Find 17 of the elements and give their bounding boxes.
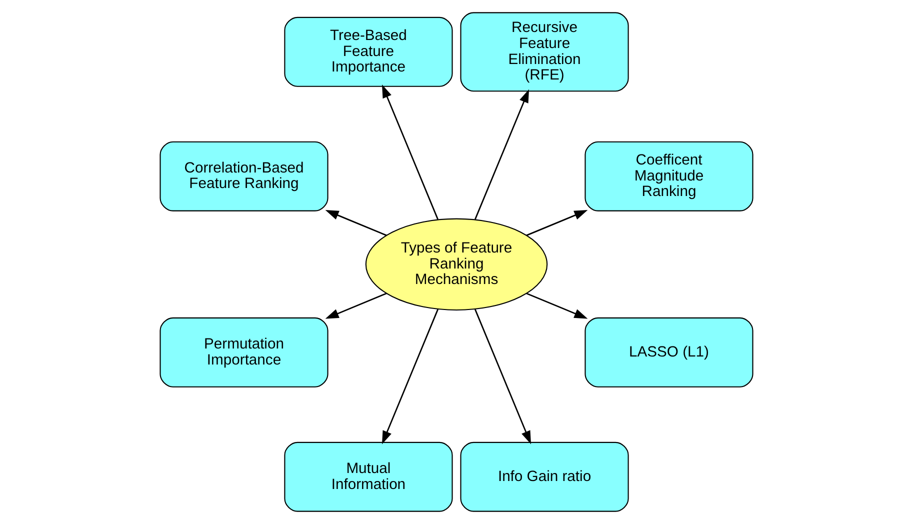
arrow xyxy=(526,292,588,319)
arrow xyxy=(526,210,588,236)
arrow xyxy=(474,309,532,444)
arrow xyxy=(382,84,438,220)
node-box: Mutual Information xyxy=(284,442,453,512)
arrow xyxy=(325,292,387,319)
node-box: Tree-Based Feature Importance xyxy=(284,16,453,87)
node-box: Correlation-Based Feature Ranking xyxy=(160,141,328,212)
node-box: Coefficent Magnitude Ranking xyxy=(584,141,754,212)
arrow xyxy=(325,210,387,236)
node-ellipse: Types of Feature Ranking Mechanisms xyxy=(365,218,548,310)
node-box: Recursive Feature Elimination (RFE) xyxy=(460,12,629,92)
arrow xyxy=(474,89,530,220)
node-box: Permutation Importance xyxy=(160,317,328,388)
node-box: Info Gain ratio xyxy=(460,442,629,512)
arrow xyxy=(382,309,438,444)
node-box: LASSO (L1) xyxy=(584,317,754,388)
